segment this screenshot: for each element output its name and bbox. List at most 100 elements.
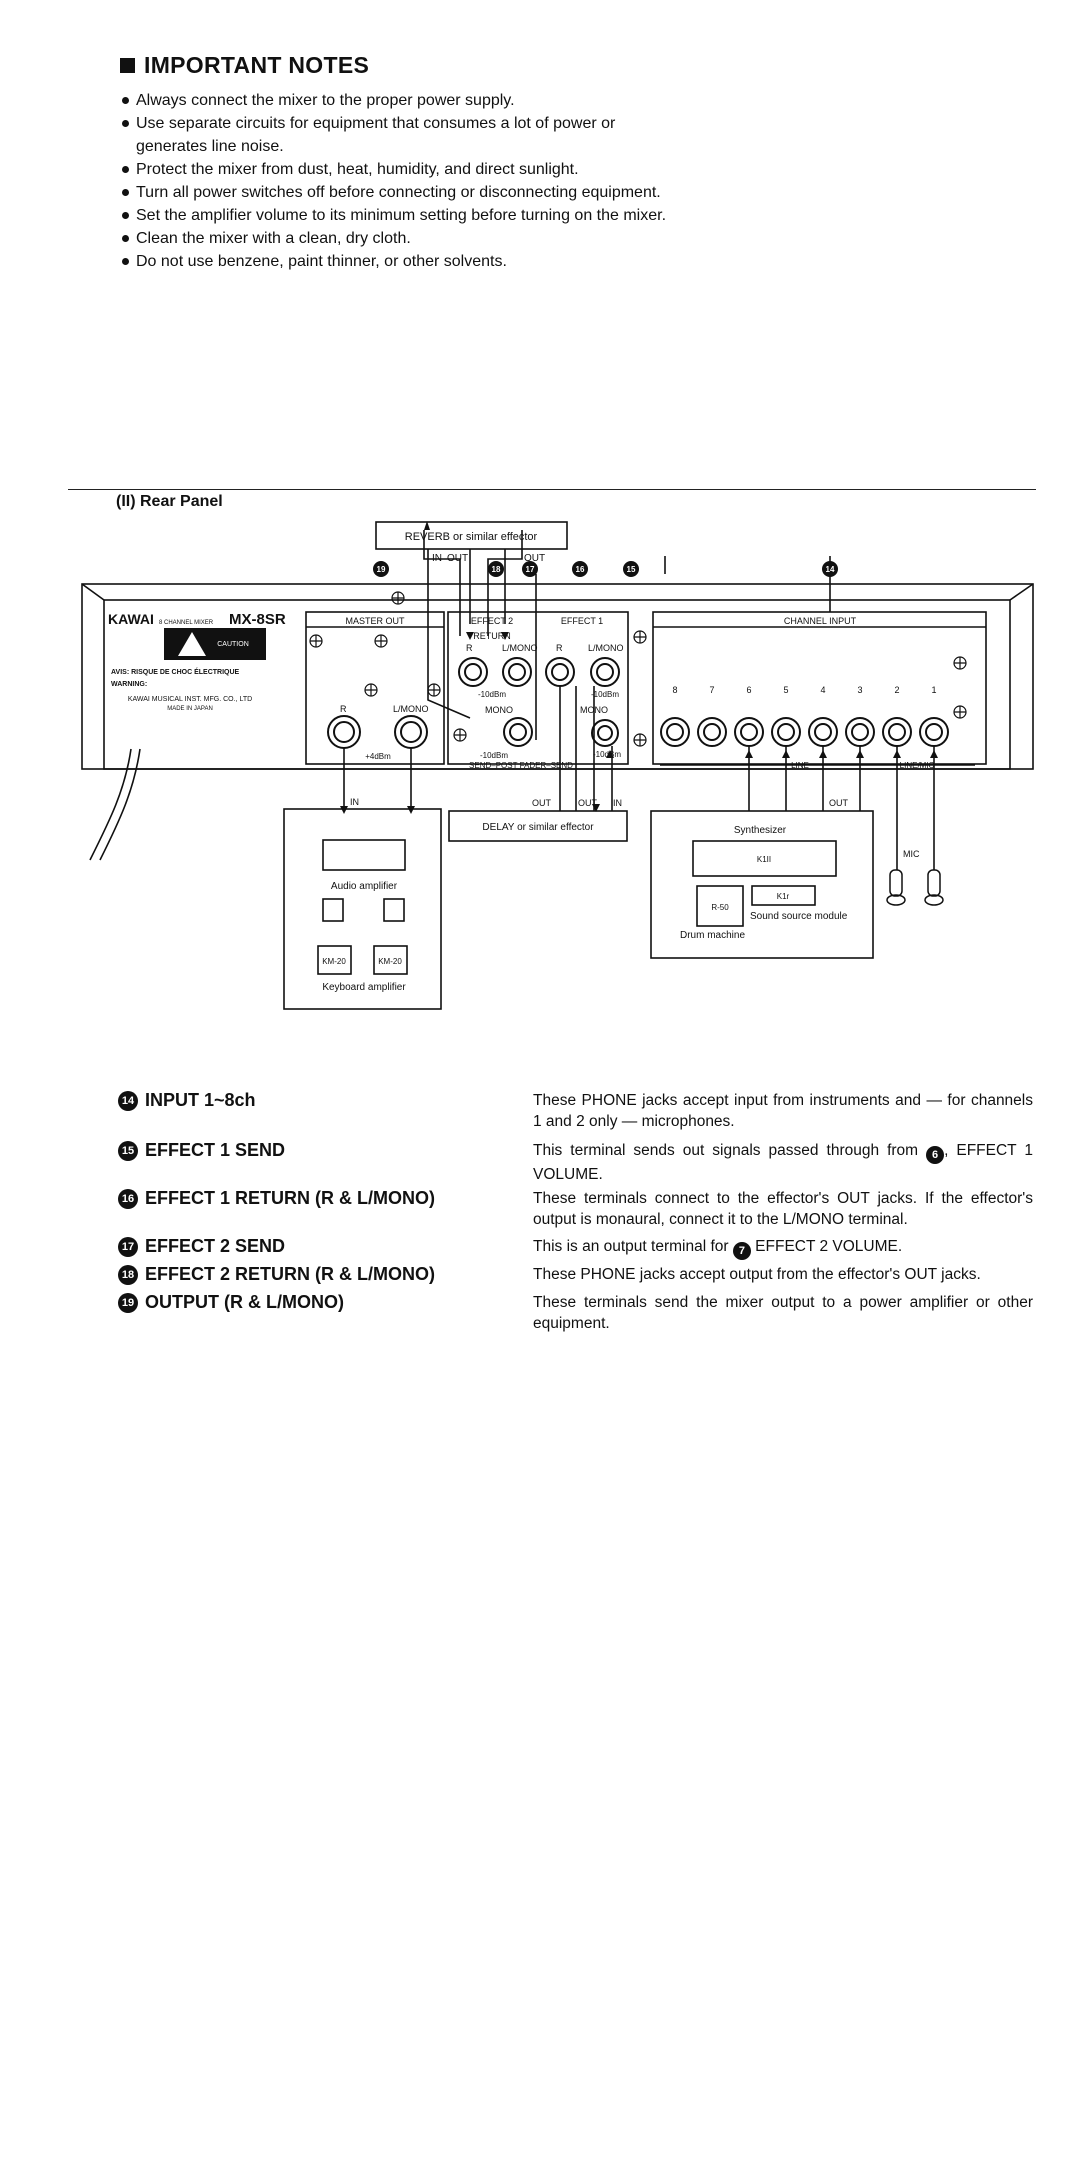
delay-out-label: OUT bbox=[532, 798, 552, 808]
reverb-in-label: IN bbox=[432, 553, 442, 564]
channel-num-label: 6 bbox=[746, 685, 751, 695]
number-icon: 17 bbox=[118, 1236, 138, 1257]
effect1-lmono-label: L/MONO bbox=[588, 643, 624, 653]
reverb-out2-label: OUT bbox=[524, 553, 545, 564]
drum-machine-label: Drum machine bbox=[680, 930, 745, 941]
bullet-icon bbox=[122, 97, 129, 104]
channel-num-label: 3 bbox=[857, 685, 862, 695]
description-text: These terminals connect to the effector'… bbox=[533, 1190, 1033, 1228]
made-in-label: MADE IN JAPAN bbox=[167, 706, 213, 712]
note-item: Do not use benzene, paint thinner, or ot… bbox=[120, 250, 680, 273]
channel-num-label: 7 bbox=[709, 685, 714, 695]
callout-17: 17 bbox=[526, 565, 535, 574]
keyboard-amp-label: Keyboard amplifier bbox=[322, 982, 406, 993]
number-icon: 15 bbox=[118, 1140, 138, 1161]
effect2-mono-label: MONO bbox=[485, 705, 513, 715]
bullet-icon bbox=[122, 189, 129, 196]
number-icon: 14 bbox=[118, 1090, 138, 1111]
line-label: LINE bbox=[791, 761, 809, 770]
note-item: Always connect the mixer to the proper p… bbox=[120, 89, 680, 112]
k1ii-label: K1II bbox=[757, 855, 771, 864]
notes-heading: IMPORTANT NOTES bbox=[120, 52, 680, 79]
effect1-mono-label: MONO bbox=[580, 705, 608, 715]
callout-14: 14 bbox=[826, 565, 835, 574]
effect2-lmono-label: L/MONO bbox=[502, 643, 538, 653]
master-r-label: R bbox=[340, 704, 347, 714]
note-item: Protect the mixer from dust, heat, humid… bbox=[120, 158, 680, 181]
master-lmono-label: L/MONO bbox=[393, 704, 429, 714]
note-item: Clean the mixer with a clean, dry cloth. bbox=[120, 227, 680, 250]
line-mic-label: LINE/MIC bbox=[900, 761, 935, 770]
callout-19: 19 bbox=[377, 565, 386, 574]
notes-list: Always connect the mixer to the proper p… bbox=[120, 89, 680, 273]
rear-panel-title: (II) Rear Panel bbox=[116, 493, 223, 510]
delay-box-label: DELAY or similar effector bbox=[482, 822, 594, 833]
effect2-return-level-label: -10dBm bbox=[478, 690, 506, 699]
description-text: These PHONE jacks accept input from inst… bbox=[533, 1092, 1033, 1130]
synth-label: Synthesizer bbox=[734, 825, 787, 836]
note-item: Use separate circuits for equipment that… bbox=[120, 112, 680, 158]
channel-num-label: 5 bbox=[783, 685, 788, 695]
effect1-r-label: R bbox=[556, 643, 563, 653]
number-icon: 19 bbox=[118, 1292, 138, 1313]
bullet-icon bbox=[122, 235, 129, 242]
mic-label: MIC bbox=[903, 849, 920, 859]
screw-icons bbox=[309, 591, 967, 747]
note-item: Turn all power switches off before conne… bbox=[120, 181, 680, 204]
sound-module-label: Sound source module bbox=[750, 911, 848, 922]
model-small-label: 8 CHANNEL MIXER bbox=[159, 620, 214, 626]
audio-amp-label: Audio amplifier bbox=[331, 881, 398, 892]
effect2-send-level-label: -10dBm bbox=[480, 751, 508, 760]
warning-label: WARNING: bbox=[111, 681, 147, 688]
effect1-label: EFFECT 1 bbox=[561, 616, 603, 626]
bullet-icon bbox=[122, 166, 129, 173]
km20-label: KM-20 bbox=[322, 957, 346, 966]
master-out-label: MASTER OUT bbox=[345, 616, 405, 626]
bullet-icon bbox=[122, 120, 129, 127]
effect2-label: EFFECT 2 bbox=[471, 616, 513, 626]
bullet-icon bbox=[122, 212, 129, 219]
reverb-out-label: OUT bbox=[447, 553, 468, 564]
important-notes: IMPORTANT NOTES Always connect the mixer… bbox=[120, 52, 680, 273]
model-label: MX-8SR bbox=[229, 611, 286, 628]
amp-in-label: IN bbox=[350, 797, 359, 807]
r50-label: R-50 bbox=[711, 903, 729, 912]
description-text: This terminal sends out signals passed t… bbox=[533, 1142, 1033, 1183]
channel-input-label: CHANNEL INPUT bbox=[784, 616, 857, 626]
km20-label: KM-20 bbox=[378, 957, 402, 966]
callout-markers: 19 18 17 16 15 14 bbox=[373, 561, 838, 577]
return-label: RETURN bbox=[473, 631, 511, 641]
description-text: This is an output terminal for 7 EFFECT … bbox=[533, 1236, 1033, 1260]
caution-label: CAUTION bbox=[217, 641, 249, 648]
arrow-icons bbox=[340, 521, 938, 814]
effect1-return-level-label: -10dBm bbox=[591, 690, 619, 699]
section-divider bbox=[68, 489, 1036, 490]
reverb-box-label: REVERB or similar effector bbox=[405, 531, 538, 543]
mic-icons bbox=[886, 869, 944, 906]
channel-num-label: 8 bbox=[672, 685, 677, 695]
avis-label: AVIS: RISQUE DE CHOC ÉLECTRIQUE bbox=[111, 667, 240, 676]
callout-18: 18 bbox=[492, 565, 501, 574]
connection-cables bbox=[89, 530, 975, 870]
note-item: Set the amplifier volume to its minimum … bbox=[120, 204, 680, 227]
send-post-label: SEND–POST FADER–SEND bbox=[469, 761, 573, 770]
bullet-icon bbox=[122, 258, 129, 265]
callout-15: 15 bbox=[627, 565, 636, 574]
number-icon: 7 bbox=[732, 1242, 751, 1260]
number-icon: 18 bbox=[118, 1264, 138, 1285]
channel-num-label: 2 bbox=[894, 685, 899, 695]
number-icon: 16 bbox=[118, 1188, 138, 1209]
square-bullet-icon bbox=[120, 58, 135, 73]
brand-label: KAWAI bbox=[108, 611, 154, 627]
notes-title: IMPORTANT NOTES bbox=[144, 52, 370, 78]
description-text: These PHONE jacks accept output from the… bbox=[533, 1266, 981, 1283]
description-text: These terminals send the mixer output to… bbox=[533, 1294, 1033, 1332]
k1r-label: K1r bbox=[777, 892, 790, 901]
delay-out2-label: OUT bbox=[578, 798, 598, 808]
